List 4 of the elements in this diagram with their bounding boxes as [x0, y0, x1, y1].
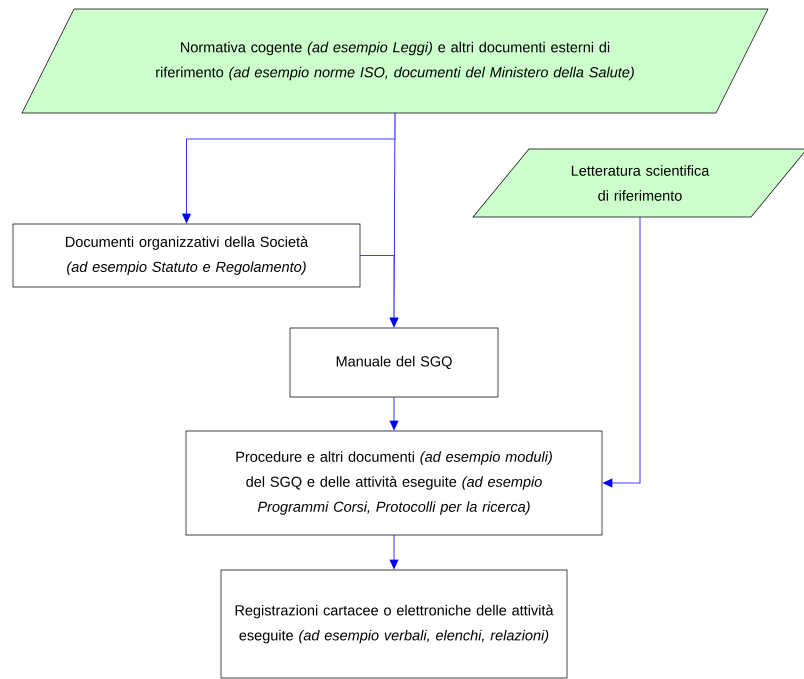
process-box: Registrazioni cartacee o elettroniche delle attività eseguite (ad esempio verbali, elenchi, relazioni) [220, 570, 568, 678]
process-box: Documenti organizzativi della Società (ad esempio Statuto e Regolamento) [12, 224, 360, 288]
process-box: Procedure e altri documenti (ad esempio moduli) del SGQ e delle attività eseguite (ad esempio Programmi Corsi, Protocolli per la ricerca) [186, 430, 602, 536]
process-box: Manuale del SGQ [290, 328, 498, 398]
